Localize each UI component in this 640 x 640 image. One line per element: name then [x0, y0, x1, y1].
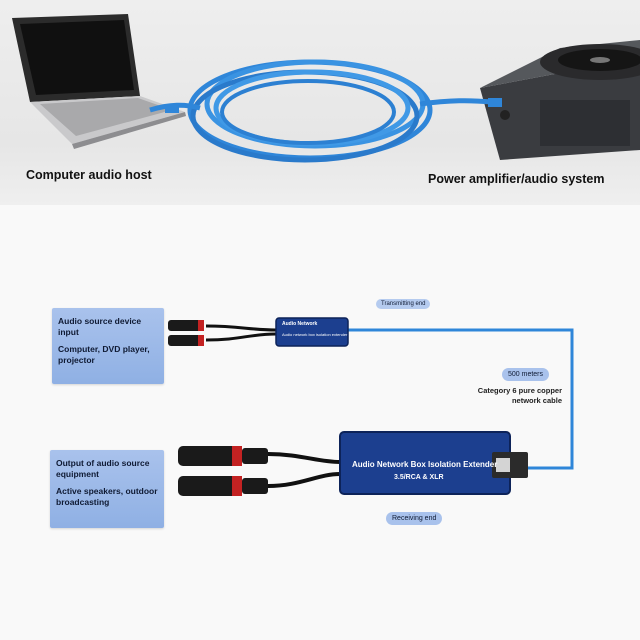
transmitting-end-tag: Transmitting end: [376, 299, 431, 309]
coiled-cable-illustration: [149, 59, 493, 163]
rj45-port-socket: [496, 458, 510, 472]
connection-diagram: [0, 205, 640, 640]
right-caption: Power amplifier/audio system: [428, 172, 605, 186]
photo-illustration: [12, 14, 640, 163]
rj45-plug-right: [488, 98, 502, 107]
receiving-end-tag: Receiving end: [386, 512, 443, 525]
network-cable: [348, 328, 574, 470]
receiver-sublabel: 3.5/RCA & XLR: [394, 474, 444, 481]
rj45-plug-left: [165, 104, 179, 113]
transmitter-label: Audio Network: [282, 321, 318, 327]
output-device-panel: Output of audio source equipment Active …: [50, 450, 164, 528]
transmitter-sublabel: Audio network box isolation extender: [282, 332, 348, 337]
transmitter-box: [275, 317, 349, 347]
product-photo: Computer audio host Power amplifier/audi…: [0, 0, 640, 205]
xlr-connector-bottom: [168, 335, 204, 346]
xlr-connector-top: [168, 320, 204, 331]
turntable-illustration: [480, 40, 640, 160]
receiver-cable-top: [267, 452, 341, 464]
xlr-cable-bottom: [205, 332, 277, 342]
output-panel-title: Output of audio source equipment: [56, 458, 150, 479]
receiver-xlr-bottom: [178, 476, 268, 496]
left-caption: Computer audio host: [26, 168, 152, 182]
receiver-label: Audio Network Box Isolation Extender: [352, 460, 498, 469]
source-panel-title: Audio source device input: [58, 316, 142, 337]
receiver-cable-bottom: [267, 472, 341, 488]
cable-note: Category 6 pure copper network cable: [477, 386, 562, 405]
xlr-cable-top: [205, 324, 277, 332]
source-panel-detail: Computer, DVD player, projector: [58, 344, 150, 365]
laptop-illustration: [12, 14, 186, 149]
source-device-panel: Audio source device input Computer, DVD …: [52, 308, 164, 384]
distance-tag: 500 meters: [502, 368, 550, 381]
receiver-xlr-top: [178, 446, 268, 466]
output-panel-detail: Active speakers, outdoor broadcasting: [56, 486, 158, 507]
